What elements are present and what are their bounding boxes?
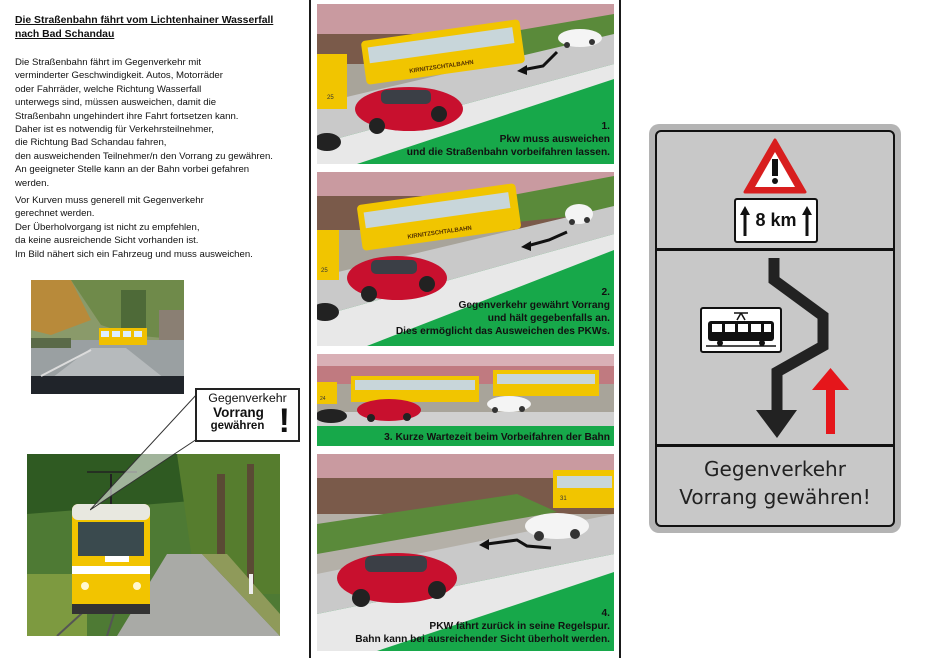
sign-divider [657, 248, 893, 251]
panel-4-caption: 4. PKW fährt zurück in seine Regelspur. … [355, 607, 610, 646]
text-line: oder Fahrräder, welche Richtung Wasserfa… [15, 83, 202, 95]
caption-line: und die Straßenbahn vorbeifahren lassen. [406, 147, 610, 158]
sign-text-line-1: Gegenverkehr [704, 457, 846, 481]
panel-3-caption: 3. Kurze Wartezeit beim Vorbeifahren der… [384, 431, 610, 444]
callout-line-1: Gegenverkehr [208, 391, 287, 405]
text-line: Vor Kurven muss generell mit Gegenverkeh… [15, 195, 204, 206]
scenario-panel-2: KIRNITZSCHTALBAHN 25 2. Gegenverkehr gew… [317, 172, 614, 346]
text-line: Der Überholvorgang ist nicht zu empfehle… [15, 221, 200, 233]
tram-model: KIRNITZSCHTALBAHN [361, 19, 525, 85]
caption-line: Gegenverkehr gewährt Vorrang [458, 300, 610, 311]
oncoming-traffic-arrows-icon [756, 258, 849, 438]
tram-number: 31 [560, 496, 567, 502]
white-car-model [565, 204, 593, 225]
text-line: verminderter Geschwindigkeit. Autos, Mot… [15, 70, 223, 82]
description-paragraph-1: Die Straßenbahn fährt im Gegenverkehr mi… [15, 56, 305, 190]
caption-line: und hält gegebenfalls an. [487, 313, 610, 324]
caption-line: 1. [601, 121, 611, 132]
tram-number: 24 [320, 396, 326, 402]
panel-1-caption: 1. Pkw muss ausweichen und die Straßenba… [407, 120, 610, 159]
text-line: die Richtung Bad Schandau fahren, [15, 137, 167, 149]
panel-2-caption: 2. Gegenverkehr gewährt Vorrang und hält… [396, 286, 610, 338]
distance-label: 8 km [755, 210, 797, 230]
tram-number: 25 [327, 95, 334, 101]
caption-line: Dies ermöglicht das Ausweichen des PKWs. [395, 326, 610, 337]
tram-number: 25 [321, 268, 328, 274]
caption-line: Bahn kann bei ausreichender Sicht überho… [355, 634, 610, 645]
caption-line: Pkw muss ausweichen [499, 134, 610, 145]
direction-arrow-icon [526, 230, 568, 248]
text-line: Im Bild nähert sich ein Fahrzeug und mus… [15, 248, 253, 260]
tram-forest-photo [27, 454, 280, 636]
scenario-panel-1: KIRNITZSCHTALBAHN 25 1. Pkw muss ausweic… [317, 4, 614, 164]
text-line: Daher ist es notwendig für Verkehrsteiln… [15, 124, 214, 136]
text-line: An geeigneter Stelle kann an der Bahn vo… [15, 164, 250, 176]
text-line: unterwegs sind, müssen ausweichen, damit… [15, 97, 217, 109]
white-car-model [487, 396, 531, 413]
callout-line-3: gewähren [210, 420, 265, 432]
caption-line: 3. Kurze Wartezeit beim Vorbeifahren der… [384, 432, 610, 443]
priority-callout: Gegenverkehr Vorrang gewähren ! [195, 388, 300, 442]
direction-arrow-icon [486, 538, 552, 550]
caption-line: 4. [601, 608, 611, 619]
scenario-panel-3: 24 3. Kurze Wartezeit beim Vorbeifahren … [317, 354, 614, 446]
title-line: Die Straßenbahn fährt vom Lichtenhainer … [15, 15, 274, 26]
red-car-model [357, 399, 421, 422]
tram-model [351, 370, 599, 402]
title-line: nach Bad Schandau [15, 29, 115, 40]
text-line: Straßenbahn ungehindert ihre Fahrt forts… [15, 110, 239, 122]
tram-pictogram-plate [700, 307, 782, 353]
page-title: Die Straßenbahn fährt vom Lichtenhainer … [15, 14, 305, 42]
up-arrow-icon [740, 206, 750, 236]
caption-line: PKW fährt zurück in seine Regelspur. [429, 621, 610, 632]
white-car-model [525, 513, 589, 541]
red-car-model [337, 553, 457, 607]
column-divider-left [309, 0, 311, 658]
text-line: werden. [15, 177, 50, 189]
callout-line-2: Vorrang [213, 405, 264, 420]
distance-plate: 8 km [734, 198, 818, 243]
text-line: den ausweichenden Teilnehmer/n den Vorra… [15, 150, 273, 162]
scenario-panel-4: 31 4. PKW fährt zurück in seine Regelspu… [317, 454, 614, 651]
text-line: Die Straßenbahn fährt im Gegenverkehr mi… [15, 57, 202, 68]
sign-divider [657, 444, 893, 447]
text-line: da keine ausreichende Sicht vorhanden is… [15, 235, 199, 247]
road-photo [31, 280, 184, 394]
caption-line: 2. [601, 287, 611, 298]
sign-text-line-2: Vorrang gewähren! [679, 485, 871, 509]
description-paragraph-2: Vor Kurven muss generell mit Gegenverkeh… [15, 194, 305, 261]
white-car-model [558, 29, 602, 48]
column-divider-right [619, 0, 621, 658]
tram-icon [706, 312, 776, 347]
tram-model: 31 [553, 470, 614, 508]
up-arrow-icon [802, 206, 812, 236]
sign-text: Gegenverkehr Vorrang gewähren! [657, 455, 893, 511]
warning-triangle-icon [743, 138, 807, 194]
direction-arrow-icon [521, 50, 559, 72]
tram-model: KIRNITZSCHTALBAHN [357, 183, 521, 251]
text-line: gerechnet werden. [15, 208, 95, 220]
red-car-model [347, 256, 447, 302]
red-car-model [355, 87, 463, 134]
exclamation-icon: ! [278, 402, 290, 440]
